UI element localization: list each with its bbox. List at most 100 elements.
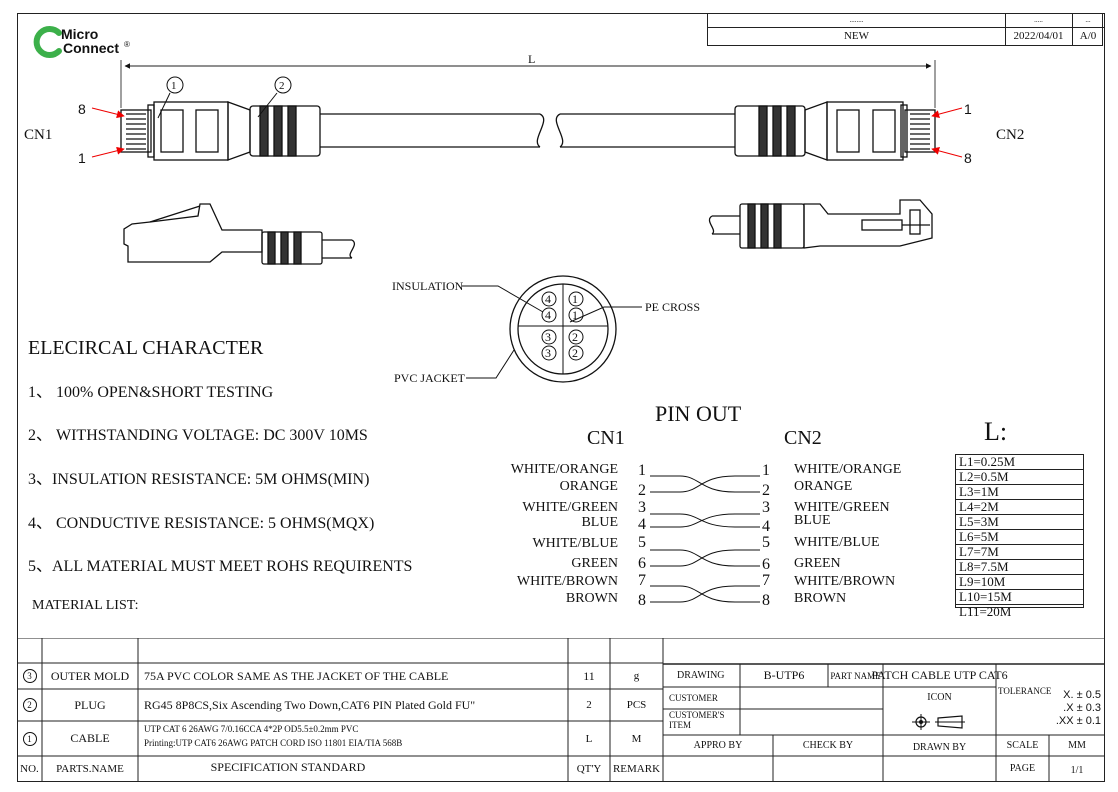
length-table: L1=0.25M L2=0.5M L3=1M L4=2M L5=3M L6=5M… [955, 454, 1084, 618]
revision-col3-header: ... [1085, 16, 1091, 24]
cs-num-8: 2 [572, 346, 578, 360]
left-color-8: BROWN [565, 591, 618, 606]
customer-item-label: CUSTOMER'S ITEM [669, 710, 725, 730]
cs-num-7: 3 [545, 346, 551, 360]
left-plug-top-view [120, 101, 545, 161]
svg-text:2: 2 [279, 80, 285, 92]
length-label: L [528, 52, 535, 66]
left-pin-2: 2 [638, 482, 646, 499]
bom-row-1-qty: L [585, 732, 593, 745]
bom-row-3-remark: g [633, 670, 640, 682]
left-color-4: BLUE [581, 515, 618, 530]
pe-cross-label: PE CROSS [645, 300, 700, 314]
appro-by-label: APPRO BY [693, 740, 743, 751]
bom-row-2-remark: PCS [626, 699, 647, 711]
right-color-3: WHITE/GREEN [794, 500, 890, 515]
logo-line2: Connect [63, 40, 119, 56]
length-table-title: L: [984, 417, 1008, 446]
revision-col1-header: ........ [849, 16, 864, 24]
left-pin-1: 1 [638, 462, 646, 479]
tolerance-1: X. ± 0.5 [1063, 689, 1101, 701]
tolerance-3: .XX ± 0.1 [1055, 715, 1101, 727]
bom-row-2-spec: RG45 8P8CS,Six Ascending Two Down,CAT6 P… [144, 697, 476, 712]
cs-num-6: 2 [572, 330, 578, 344]
right-color-4: BLUE [794, 513, 831, 528]
cs-num-4: 1 [572, 308, 578, 322]
callout-2: 2 [257, 76, 292, 118]
cn1-label: CN1 [24, 127, 52, 143]
revision-col2-header: ..... [1034, 16, 1043, 24]
right-pin-7: 7 [762, 572, 770, 589]
revision-rev: A/0 [1079, 30, 1097, 42]
icon-projection-symbol [912, 714, 965, 730]
right-color-8: BROWN [794, 591, 847, 606]
length-row-3: L3=1M [956, 485, 1083, 500]
left-color-6: GREEN [571, 556, 618, 571]
bom-header-remark: REMARK [612, 763, 661, 775]
bom-header-spec: SPECIFICATION STANDARD [210, 759, 366, 774]
length-row-5: L5=3M [956, 515, 1083, 530]
electrical-item-1: 1、 100% OPEN&SHORT TESTING [28, 384, 274, 401]
right-color-1: WHITE/ORANGE [794, 462, 902, 477]
part-name-value: PATCH CABLE UTP CAT6 [871, 668, 1008, 682]
pin1-right-label: 1 [964, 101, 972, 117]
cs-num-1: 4 [545, 292, 551, 306]
right-color-7: WHITE/BROWN [794, 574, 896, 589]
bom-row-2-qty: 2 [586, 699, 592, 711]
bom-row-1-remark: M [631, 732, 642, 745]
left-pin-8: 8 [638, 592, 646, 609]
drawing-frame [17, 13, 1105, 782]
bottom-tables: 3 OUTER MOLD 75A PVC COLOR SAME AS THE J… [17, 638, 1105, 782]
customer-label: CUSTOMER [669, 693, 718, 703]
left-color-3: WHITE/GREEN [522, 500, 618, 515]
logo: Micro Connect ® [33, 25, 143, 59]
pinout-wiring [650, 475, 760, 603]
drawing-value: B-UTP6 [763, 668, 805, 682]
bom-header-qty: QT'Y [576, 763, 602, 775]
drawn-by-label: DRAWN BY [912, 742, 967, 753]
logo-line1: Micro [61, 26, 99, 42]
electrical-item-5: 5、ALL MATERIAL MUST MEET ROHS REQUIRENTS [28, 558, 413, 575]
icon-label: ICON [927, 691, 952, 703]
left-color-1: WHITE/ORANGE [510, 462, 618, 477]
right-color-6: GREEN [794, 556, 841, 571]
left-pin-4: 4 [638, 516, 646, 533]
length-row-8: L8=7.5M [956, 560, 1083, 575]
right-pin-3: 3 [762, 499, 770, 516]
logo-trademark: ® [124, 40, 130, 49]
cable-drawing: L [24, 52, 1024, 603]
revision-box: ........ ..... ... NEW 2022/04/01 A/0 [707, 13, 1104, 46]
check-by-label: CHECK BY [802, 740, 854, 751]
bom-row-3-qty: 11 [583, 668, 595, 683]
pinout-cn2: CN2 [784, 427, 822, 449]
tolerance-2: .X ± 0.3 [1063, 702, 1101, 714]
bom-row-3-no: 3 [17, 663, 42, 689]
right-pin-1: 1 [762, 462, 770, 479]
electrical-item-2: 2、 WITHSTANDING VOLTAGE: DC 300V 10MS [28, 427, 368, 444]
bom-row-1-name: CABLE [70, 731, 110, 745]
right-pin-2: 2 [762, 482, 770, 499]
bom-header-no: NO. [20, 763, 39, 775]
left-pin-6: 6 [638, 555, 646, 572]
right-plug-side-view [708, 199, 933, 249]
scale-value: MM [1068, 740, 1086, 751]
cs-num-3: 4 [545, 308, 551, 322]
page-label: PAGE [1009, 762, 1036, 774]
bom-row-2-name: PLUG [74, 697, 106, 712]
scale-label: SCALE [1006, 740, 1039, 751]
length-row-9: L9=10M [956, 575, 1083, 590]
pinout-cn1: CN1 [587, 427, 625, 449]
length-row-6: L6=5M [956, 530, 1083, 545]
electrical-item-4: 4、 CONDUCTIVE RESISTANCE: 5 OHMS(MQX) [28, 515, 375, 532]
right-pin-6: 6 [762, 556, 770, 573]
drawing-label: DRAWING [677, 670, 725, 681]
callout-1: 1 [157, 76, 184, 119]
length-dimension: L [120, 52, 936, 108]
length-row-11: L11=20M [959, 604, 1012, 619]
pin-markers: 8 1 1 8 CN1 CN2 [24, 101, 1024, 166]
left-plug-side-view [123, 203, 356, 265]
left-color-7: WHITE/BROWN [516, 574, 618, 589]
pin8-left-label: 8 [78, 101, 86, 117]
left-pin-7: 7 [638, 572, 646, 589]
logo-mark-icon [33, 26, 62, 58]
